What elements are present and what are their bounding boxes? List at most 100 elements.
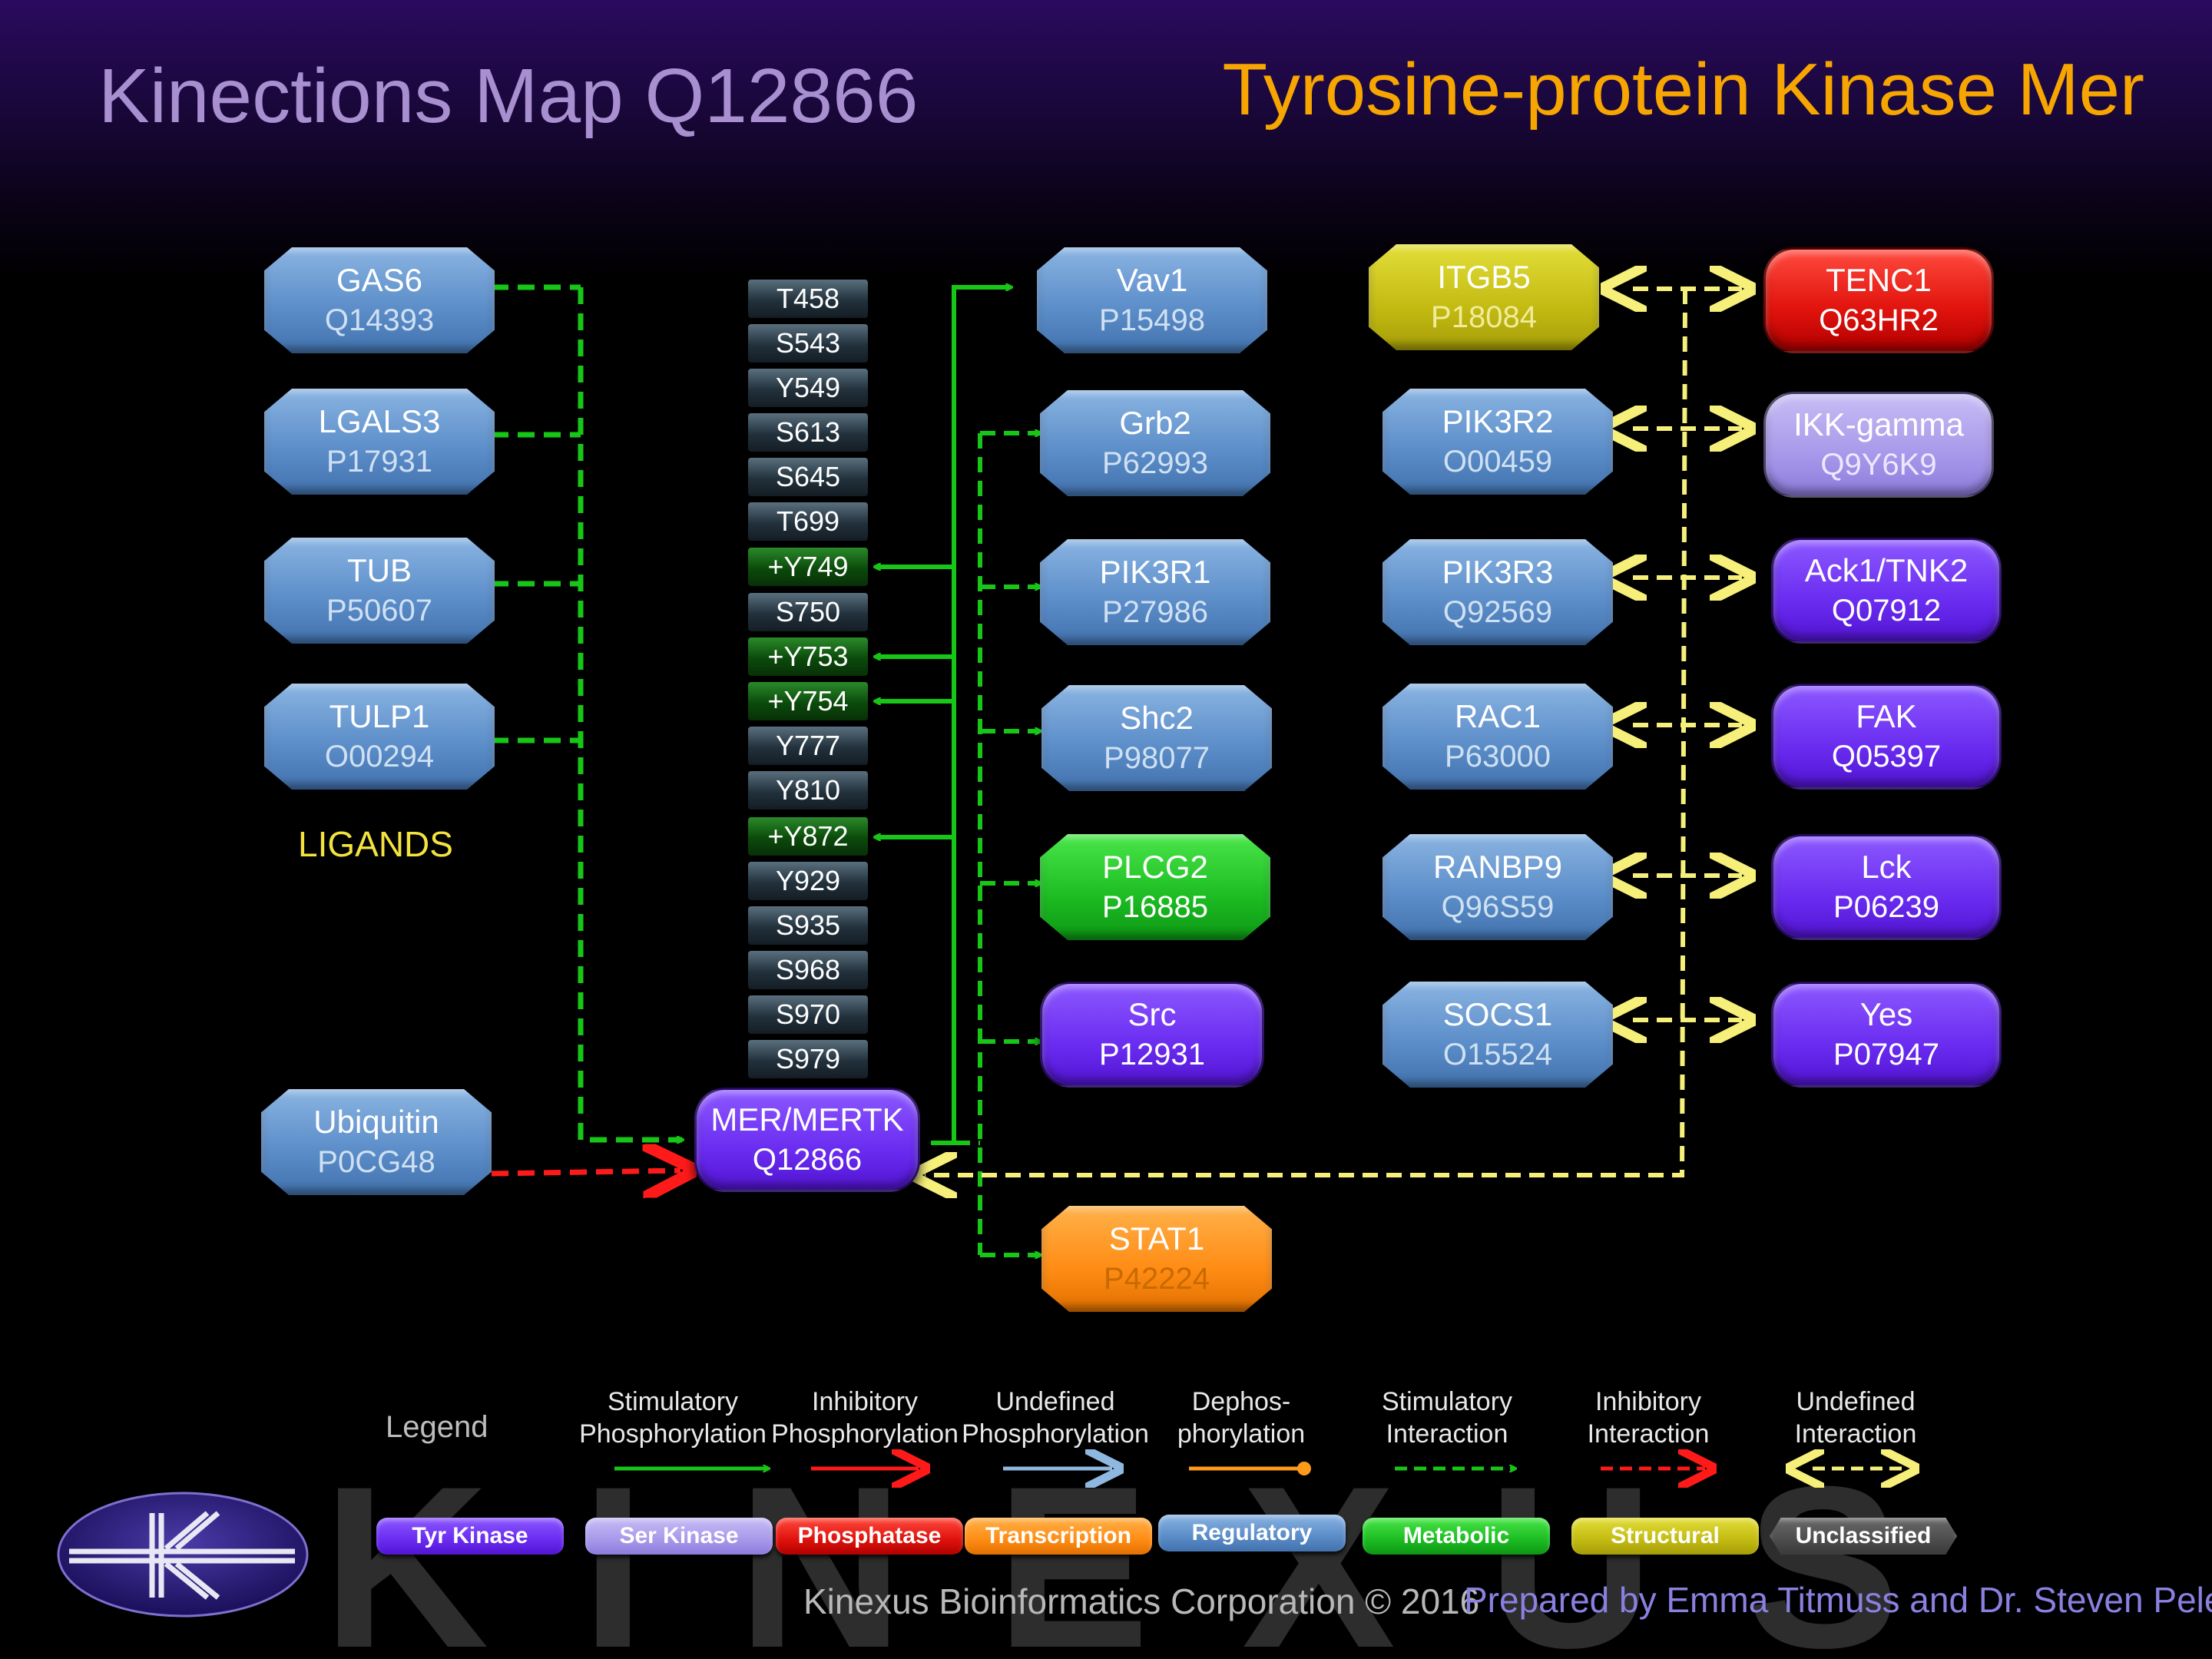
legend-stim-phos-label: Stimulatory Phosphorylation — [573, 1386, 773, 1450]
legend-tyr-kinase: Tyr Kinase — [376, 1518, 564, 1555]
node-name: TULP1 — [329, 698, 430, 734]
node-accession: Q12866 — [752, 1143, 863, 1177]
node-name: ITGB5 — [1437, 259, 1531, 295]
site-y753[interactable]: +Y753 — [748, 637, 868, 676]
site-y929[interactable]: Y929 — [748, 862, 868, 900]
legend-title: Legend — [386, 1410, 488, 1444]
node-accession: P15498 — [1099, 303, 1205, 337]
node-name: TUB — [347, 552, 412, 588]
node-accession: P27986 — [1102, 595, 1208, 629]
legend-undef-phos-label: Undefined Phosphorylation — [955, 1386, 1155, 1450]
node-accession: P62993 — [1102, 446, 1208, 480]
node-fak[interactable]: FAK Q05397 — [1771, 684, 2002, 790]
node-yes[interactable]: Yes P07947 — [1771, 982, 2002, 1088]
legend-stim-int-label: Stimulatory Interaction — [1347, 1386, 1547, 1450]
node-ikk-gamma[interactable]: IKK-gamma Q9Y6K9 — [1763, 392, 1994, 498]
node-accession: P07947 — [1833, 1038, 1939, 1071]
node-name: PIK3R1 — [1099, 554, 1211, 590]
legend-dephos-end — [1297, 1462, 1311, 1475]
node-name: Src — [1128, 996, 1177, 1032]
node-plcg2[interactable]: PLCG2 P16885 — [1040, 834, 1270, 940]
node-accession: O00459 — [1442, 445, 1553, 478]
legend-metabolic: Metabolic — [1363, 1518, 1550, 1555]
node-name: FAK — [1856, 698, 1917, 734]
node-socs1[interactable]: SOCS1 O15524 — [1382, 982, 1613, 1088]
node-accession: P63000 — [1445, 740, 1551, 773]
site-y749[interactable]: +Y749 — [748, 548, 868, 586]
node-accession: Q05397 — [1831, 740, 1942, 773]
legend-phosphatase: Phosphatase — [776, 1518, 963, 1555]
node-accession: Q07912 — [1831, 594, 1942, 628]
legend-inhib-phos-label: Inhibitory Phosphorylation — [765, 1386, 965, 1450]
site-y549[interactable]: Y549 — [748, 369, 868, 407]
site-y810[interactable]: Y810 — [748, 771, 868, 810]
node-stat1[interactable]: STAT1 P42224 — [1041, 1206, 1272, 1312]
node-tulp1[interactable]: TULP1 O00294 — [264, 684, 495, 790]
node-rac1[interactable]: RAC1 P63000 — [1382, 684, 1613, 790]
node-tub[interactable]: TUB P50607 — [264, 538, 495, 644]
node-grb2[interactable]: Grb2 P62993 — [1040, 390, 1270, 496]
legend-line-2: Phosphorylation — [771, 1419, 959, 1449]
node-name: IKK-gamma — [1793, 406, 1964, 442]
site-s645[interactable]: S645 — [748, 458, 868, 496]
site-s543[interactable]: S543 — [748, 324, 868, 363]
legend-transcription: Transcription — [965, 1518, 1152, 1555]
node-name: Lck — [1861, 849, 1912, 885]
node-accession: P12931 — [1099, 1038, 1205, 1071]
node-src[interactable]: Src P12931 — [1040, 982, 1264, 1088]
site-s750[interactable]: S750 — [748, 593, 868, 631]
node-lgals3[interactable]: LGALS3 P17931 — [264, 389, 495, 495]
site-y754[interactable]: +Y754 — [748, 682, 868, 720]
site-t699[interactable]: T699 — [748, 502, 868, 541]
legend-line-1: Undefined — [1796, 1387, 1916, 1416]
node-accession: Q92569 — [1442, 595, 1553, 629]
node-pik3r3[interactable]: PIK3R3 Q92569 — [1382, 539, 1613, 645]
node-central-mertk[interactable]: MER/MERTK Q12866 — [694, 1088, 920, 1192]
node-tenc1[interactable]: TENC1 Q63HR2 — [1763, 247, 1994, 353]
node-name: PIK3R2 — [1442, 403, 1554, 439]
site-s970[interactable]: S970 — [748, 995, 868, 1034]
node-name: Grb2 — [1119, 405, 1191, 441]
node-shc2[interactable]: Shc2 P98077 — [1041, 685, 1272, 791]
site-phos-links — [876, 287, 1011, 1145]
node-ack1-tnk2[interactable]: Ack1/TNK2 Q07912 — [1771, 538, 2002, 644]
node-ranbp9[interactable]: RANBP9 Q96S59 — [1382, 834, 1613, 940]
legend-undef-int-label: Undefined Interaction — [1756, 1386, 1955, 1450]
node-accession: P16885 — [1102, 890, 1208, 924]
node-name: GAS6 — [336, 262, 423, 298]
node-accession: P17931 — [326, 445, 432, 478]
site-t458[interactable]: T458 — [748, 280, 868, 318]
legend-line-1: Undefined — [995, 1387, 1115, 1416]
site-y777[interactable]: Y777 — [748, 727, 868, 765]
site-s979[interactable]: S979 — [748, 1040, 868, 1078]
node-itgb5[interactable]: ITGB5 P18084 — [1369, 244, 1599, 350]
node-name: PIK3R3 — [1442, 554, 1554, 590]
legend-line-2: Interaction — [1386, 1419, 1508, 1449]
node-pik3r1[interactable]: PIK3R1 P27986 — [1040, 539, 1270, 645]
node-gas6[interactable]: GAS6 Q14393 — [264, 247, 495, 353]
node-vav1[interactable]: Vav1 P15498 — [1037, 247, 1267, 353]
node-lck[interactable]: Lck P06239 — [1771, 834, 2002, 940]
ligand-links — [492, 284, 682, 1140]
legend-line-2: Interaction — [1794, 1419, 1917, 1449]
site-s613[interactable]: S613 — [748, 413, 868, 452]
node-accession: P06239 — [1833, 890, 1939, 924]
node-ubiquitin[interactable]: Ubiquitin P0CG48 — [261, 1089, 492, 1195]
legend-line-1: Inhibitory — [1595, 1387, 1701, 1416]
legend-unclassified: Unclassified — [1770, 1518, 1957, 1555]
site-y872[interactable]: +Y872 — [748, 817, 868, 856]
node-name: Ubiquitin — [313, 1104, 439, 1140]
node-accession: Q96S59 — [1441, 890, 1555, 924]
site-s935[interactable]: S935 — [748, 906, 868, 945]
node-accession: P50607 — [326, 594, 432, 628]
protein-name: Tyrosine-protein Kinase Mer — [1222, 48, 2144, 131]
prepared-by: Prepared by Emma Titmuss and Dr. Steven … — [1464, 1580, 2212, 1620]
node-name: SOCS1 — [1442, 996, 1553, 1032]
legend-line-1: Stimulatory — [607, 1387, 739, 1416]
undefined-interaction-links — [925, 289, 1742, 1175]
node-accession: P42224 — [1104, 1262, 1210, 1296]
node-pik3r2[interactable]: PIK3R2 O00459 — [1382, 389, 1613, 495]
site-s968[interactable]: S968 — [748, 951, 868, 989]
node-accession: Q63HR2 — [1819, 303, 1939, 337]
